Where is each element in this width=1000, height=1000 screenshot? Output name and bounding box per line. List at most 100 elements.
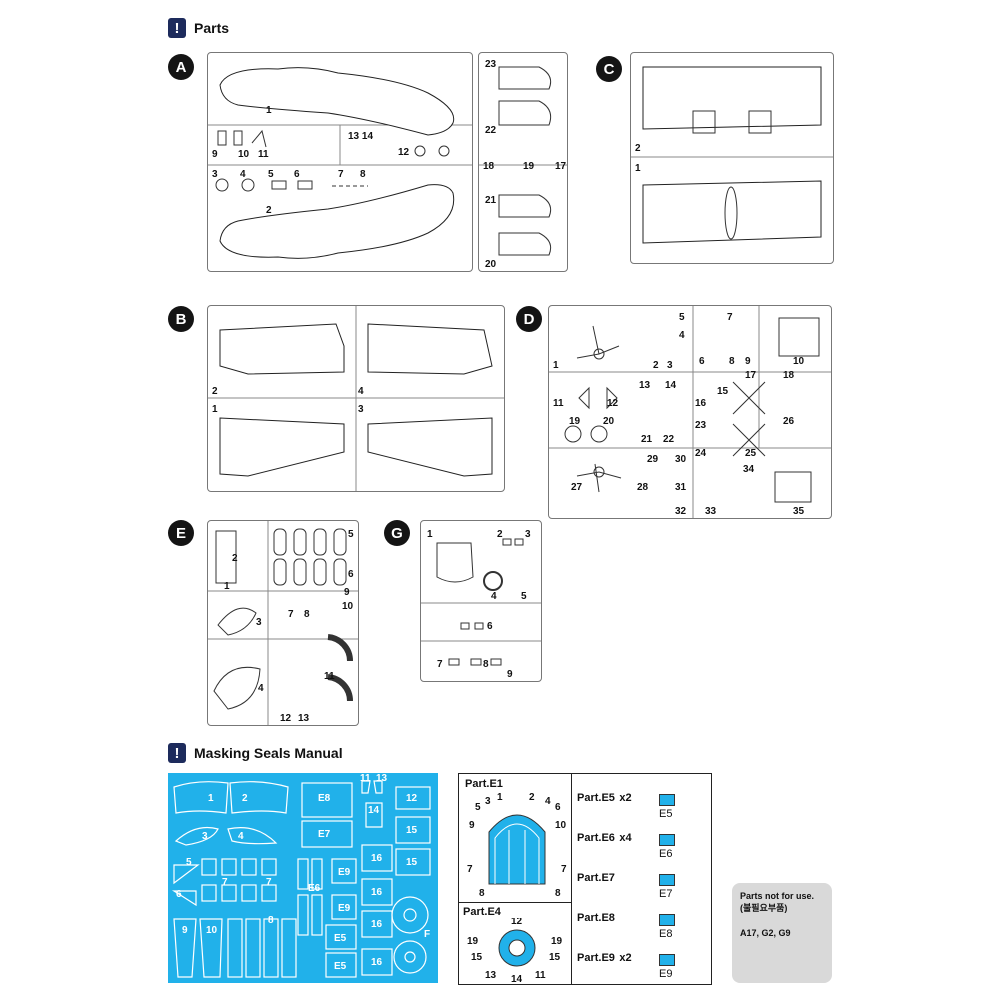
svg-text:32: 32 bbox=[675, 506, 687, 517]
sprue-c-drawing: 2 1 bbox=[631, 66, 833, 244]
sprue-g-frame: 1 2 3 4 5 6 7 8 9 bbox=[420, 520, 542, 682]
svg-text:17: 17 bbox=[745, 370, 757, 381]
svg-text:3: 3 bbox=[256, 617, 262, 628]
mask-label: 16 bbox=[371, 919, 383, 930]
svg-text:8: 8 bbox=[555, 888, 561, 899]
svg-text:3: 3 bbox=[212, 169, 218, 180]
guide-e1-title: Part.E1 bbox=[465, 778, 503, 790]
svg-text:3: 3 bbox=[667, 360, 673, 371]
svg-text:10: 10 bbox=[555, 820, 567, 831]
svg-text:34: 34 bbox=[743, 464, 755, 475]
guide-item: Part.E7 E7 bbox=[577, 868, 707, 908]
mask-label: 11 bbox=[360, 773, 371, 784]
mask-label: 4 bbox=[238, 831, 244, 842]
note-line-1: Parts not for use. bbox=[740, 891, 815, 901]
svg-text:7: 7 bbox=[561, 864, 567, 875]
guide-item-label: Part.E8 bbox=[577, 912, 615, 924]
guide-item-code: E8 bbox=[659, 928, 673, 940]
svg-text:2: 2 bbox=[266, 205, 272, 216]
svg-text:15: 15 bbox=[471, 952, 483, 963]
mask-label: E9 bbox=[338, 903, 351, 914]
svg-text:1: 1 bbox=[212, 404, 218, 415]
guide-item-label: Part.E6 bbox=[577, 832, 615, 844]
svg-text:2: 2 bbox=[529, 792, 535, 803]
sprue-a-right-drawing: 23 22 18 19 17 21 20 bbox=[479, 59, 567, 270]
sprue-e-frame: 2 1 5 6 7 8 9 10 3 4 11 12 13 bbox=[207, 520, 359, 726]
mask-label: 1 bbox=[208, 793, 214, 804]
mask-label: 7 bbox=[222, 877, 228, 888]
svg-text:29: 29 bbox=[647, 454, 659, 465]
guide-item-qty: x4 bbox=[619, 832, 632, 844]
svg-text:27: 27 bbox=[571, 482, 583, 493]
guide-item-code: E9 bbox=[659, 968, 673, 980]
svg-text:10: 10 bbox=[238, 149, 250, 160]
masking-sheet: 1 2 3 4 5 6 7 7 8 9 10 11 13 14 E8 E7 E6… bbox=[168, 773, 438, 983]
svg-text:5: 5 bbox=[348, 529, 354, 540]
alert-icon: ! bbox=[168, 18, 186, 38]
svg-text:8: 8 bbox=[729, 356, 735, 367]
guide-divider-vertical bbox=[571, 774, 573, 984]
svg-text:11: 11 bbox=[535, 970, 546, 981]
sprue-badge-g: G bbox=[384, 520, 410, 546]
svg-text:8: 8 bbox=[483, 659, 489, 670]
mask-label: 9 bbox=[182, 925, 188, 936]
svg-text:28: 28 bbox=[637, 482, 649, 493]
mask-label: 16 bbox=[371, 887, 383, 898]
svg-text:6: 6 bbox=[555, 802, 561, 813]
svg-text:15: 15 bbox=[549, 952, 561, 963]
svg-text:2: 2 bbox=[232, 553, 238, 564]
svg-text:1: 1 bbox=[266, 105, 272, 116]
svg-text:7: 7 bbox=[437, 659, 443, 670]
svg-text:9: 9 bbox=[344, 587, 350, 598]
svg-text:11: 11 bbox=[553, 398, 564, 409]
sprue-a-frame-left: 1 2 9 10 11 13 14 3 4 5 6 7 8 12 bbox=[207, 52, 473, 272]
guide-item: Part.E8 E8 bbox=[577, 908, 707, 948]
guide-divider-horizontal bbox=[459, 902, 571, 904]
masking-title-text: Masking Seals Manual bbox=[194, 745, 343, 761]
svg-text:33: 33 bbox=[705, 506, 717, 517]
svg-text:16: 16 bbox=[695, 398, 707, 409]
sprue-badge-d: D bbox=[516, 306, 542, 332]
svg-text:7: 7 bbox=[467, 864, 473, 875]
svg-text:24: 24 bbox=[695, 448, 707, 459]
svg-text:19: 19 bbox=[551, 936, 563, 947]
mask-label: E9 bbox=[338, 867, 351, 878]
svg-text:1: 1 bbox=[497, 792, 503, 803]
svg-text:13 14: 13 14 bbox=[348, 131, 373, 142]
svg-text:19: 19 bbox=[569, 416, 581, 427]
mask-swatch bbox=[659, 794, 675, 806]
svg-text:4: 4 bbox=[240, 169, 246, 180]
mask-label: 16 bbox=[371, 957, 383, 968]
svg-text:13: 13 bbox=[485, 970, 497, 981]
mask-label: 5 bbox=[186, 857, 192, 868]
svg-text:21: 21 bbox=[641, 434, 653, 445]
svg-text:8: 8 bbox=[479, 888, 485, 899]
svg-text:9: 9 bbox=[212, 149, 218, 160]
sprue-badge-e: E bbox=[168, 520, 194, 546]
guide-item-label: Part.E7 bbox=[577, 872, 615, 884]
svg-text:9: 9 bbox=[507, 669, 513, 680]
mask-label: E7 bbox=[318, 829, 331, 840]
guide-item: Part.E6 x4 E6 bbox=[577, 828, 707, 868]
sprue-b-frame: 2 4 1 3 bbox=[207, 305, 505, 492]
svg-text:10: 10 bbox=[342, 601, 354, 612]
mask-label: 16 bbox=[371, 853, 383, 864]
mask-label: E5 bbox=[334, 961, 347, 972]
svg-text:23: 23 bbox=[485, 59, 497, 70]
alert-icon: ! bbox=[168, 743, 186, 763]
guide-e4-title: Part.E4 bbox=[463, 906, 501, 918]
guide-item-qty: x2 bbox=[619, 792, 632, 804]
mask-label: 14 bbox=[368, 805, 380, 816]
svg-text:5: 5 bbox=[475, 802, 481, 813]
sprue-d-frame: 1 5 4 2 3 7 6 8 9 10 11 12 13 14 15 16 1… bbox=[548, 305, 832, 519]
svg-text:1: 1 bbox=[224, 581, 230, 592]
svg-text:19: 19 bbox=[523, 161, 535, 172]
svg-text:13: 13 bbox=[298, 713, 310, 724]
guide-item-label: Part.E5 bbox=[577, 792, 615, 804]
guide-item-qty: x2 bbox=[619, 952, 632, 964]
note-line-3: A17, G2, G9 bbox=[740, 928, 791, 938]
svg-text:20: 20 bbox=[485, 259, 497, 270]
guide-item-list: Part.E5 x2 E5 Part.E6 x4 E6 Part.E7 E7 P… bbox=[577, 788, 707, 988]
guide-item-code: E6 bbox=[659, 848, 673, 860]
